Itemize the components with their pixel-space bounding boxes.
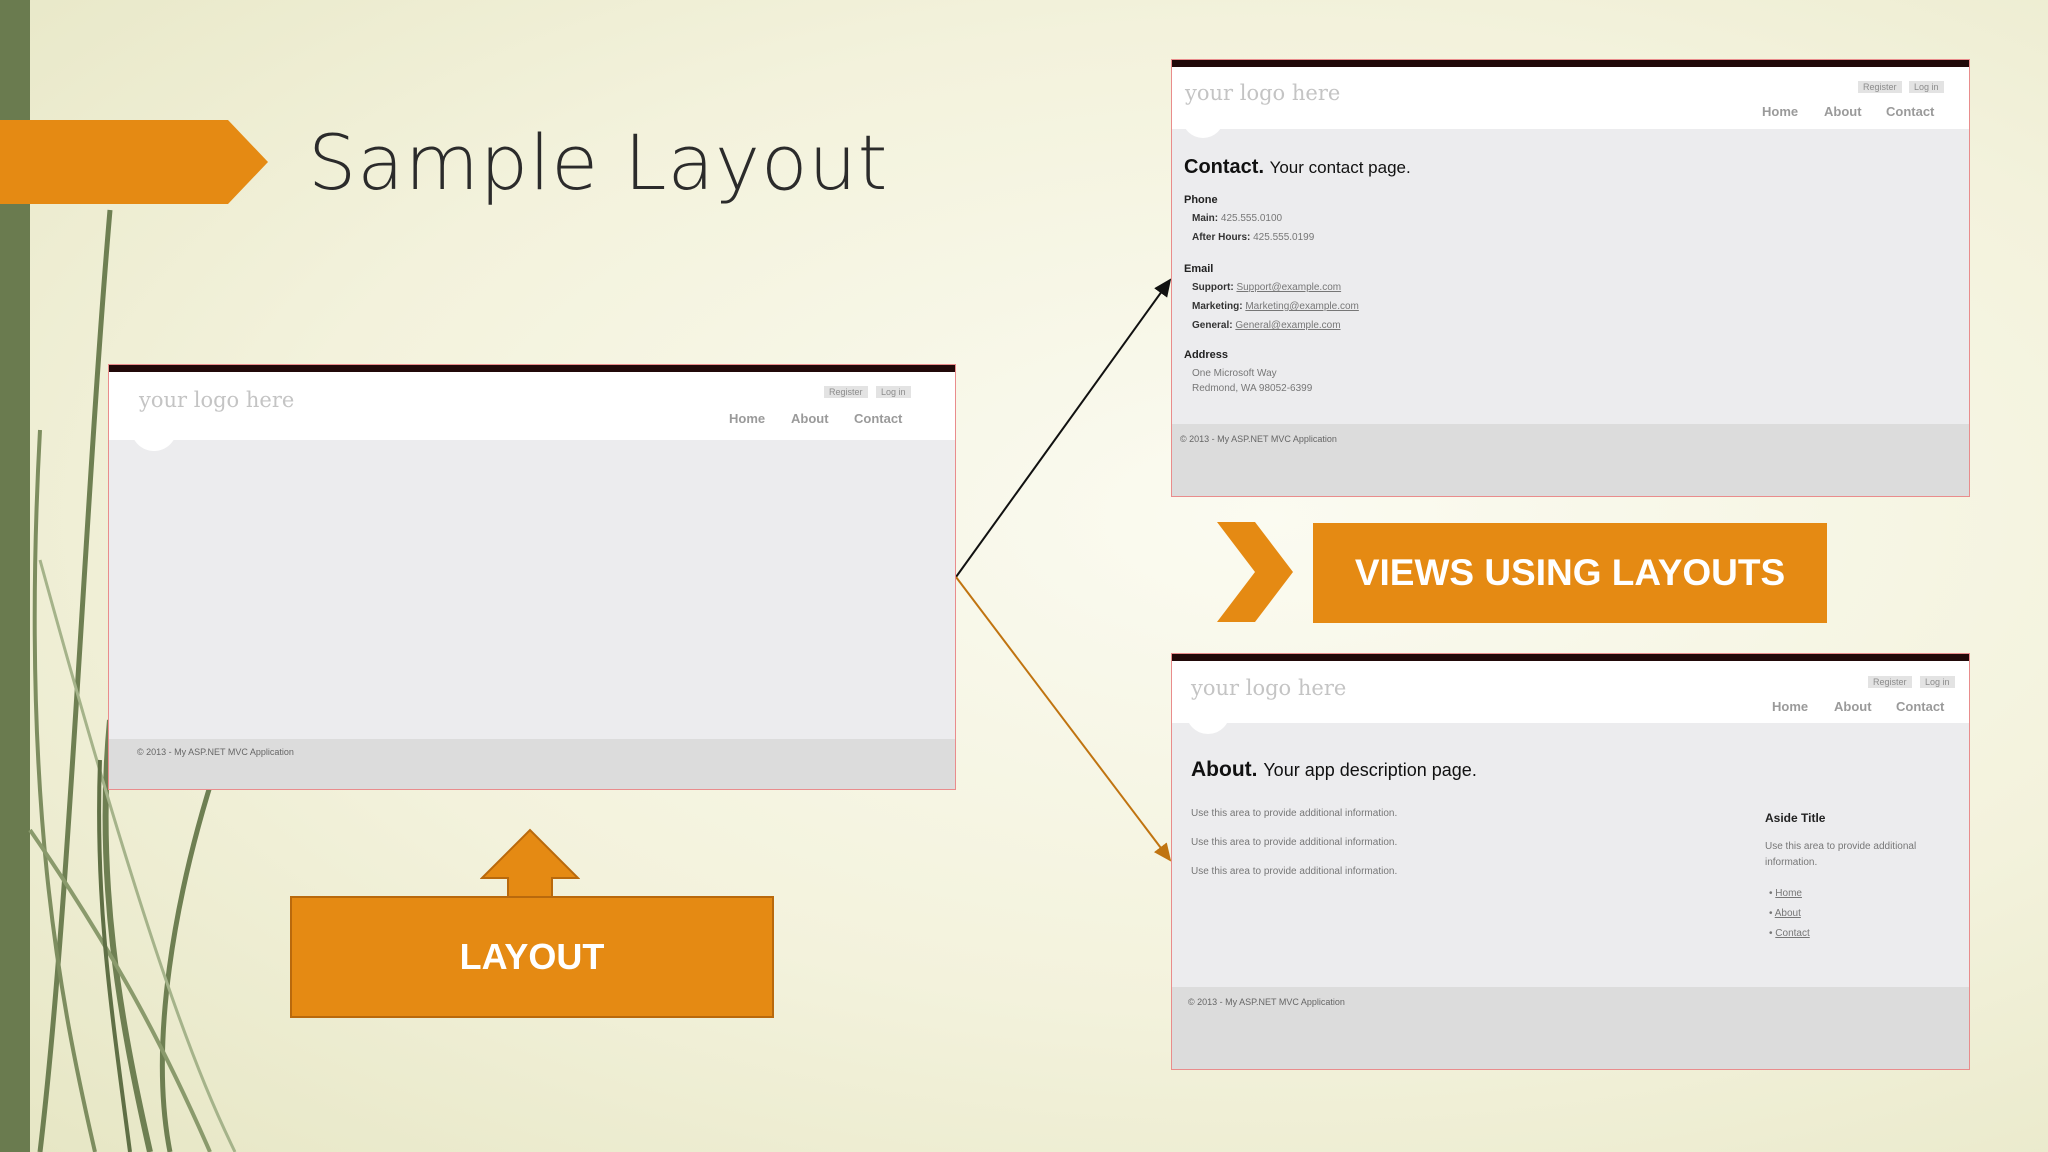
body-line: Use this area to provide additional info… — [1191, 837, 1398, 848]
views-label-box: VIEWS USING LAYOUTS — [1313, 523, 1827, 623]
general-link: General@example.com — [1235, 320, 1341, 331]
nav-contact: Contact — [1896, 699, 1945, 714]
layout-header — [109, 372, 955, 440]
logo-circle — [1186, 690, 1230, 734]
up-arrow-icon — [480, 828, 580, 898]
main-value: 425.555.0100 — [1220, 213, 1283, 224]
footer-text: © 2013 - My ASP.NET MVC Application — [1188, 997, 1345, 1007]
phone-after-hours: After Hours: 425.555.0199 — [1192, 232, 1314, 243]
email-title: Email — [1184, 263, 1214, 275]
layout-screenshot: your logo here Register Log in Home Abou… — [108, 364, 956, 790]
login-button: Log in — [1909, 81, 1944, 93]
window-top-bar — [1172, 654, 1969, 661]
aside-link-home: Home — [1775, 888, 1802, 899]
logo-circle — [1182, 96, 1224, 138]
aside-link-about: About — [1774, 908, 1801, 919]
footer-text: © 2013 - My ASP.NET MVC Application — [1180, 434, 1337, 444]
nav-about: About — [1824, 104, 1862, 119]
about-heading-rest: Your app description page. — [1263, 760, 1477, 780]
support-label: Support: — [1192, 282, 1234, 293]
slide-title: Sample Layout — [308, 118, 889, 207]
general-label: General: — [1192, 320, 1233, 331]
contact-screenshot: your logo here Register Log in Home Abou… — [1171, 59, 1970, 497]
support-link: Support@example.com — [1236, 282, 1342, 293]
nav-home: Home — [729, 411, 766, 426]
nav-home: Home — [1772, 699, 1809, 714]
marketing-label: Marketing: — [1192, 301, 1243, 312]
login-button: Log in — [876, 386, 911, 398]
title-tab-shape — [0, 120, 268, 204]
marketing-link: Marketing@example.com — [1245, 301, 1359, 312]
logo-text: your logo here — [139, 388, 295, 412]
aside-link-item: • Contact — [1769, 928, 1810, 939]
footer-text: © 2013 - My ASP.NET MVC Application — [137, 747, 294, 757]
aside-line-1: Use this area to provide additional — [1765, 841, 1917, 852]
login-button: Log in — [1920, 676, 1955, 688]
window-top-bar — [109, 365, 955, 372]
email-general: General: General@example.com — [1192, 320, 1341, 331]
contact-heading: Contact. Your contact page. — [1184, 156, 1411, 179]
footer-band — [109, 739, 955, 789]
contact-heading-bold: Contact. — [1184, 156, 1264, 178]
nav-home: Home — [1762, 104, 1799, 119]
phone-title: Phone — [1184, 194, 1218, 206]
contact-heading-rest: Your contact page. — [1269, 158, 1411, 177]
about-heading-bold: About. — [1191, 758, 1258, 781]
address-line-2: Redmond, WA 98052-6399 — [1192, 383, 1313, 394]
layout-label-box: LAYOUT — [290, 896, 774, 1018]
after-value: 425.555.0199 — [1253, 232, 1315, 243]
nav-about: About — [791, 411, 829, 426]
footer-band — [1172, 987, 1969, 1069]
grass-decoration — [28, 209, 320, 1152]
logo-text: your logo here — [1185, 81, 1341, 105]
main-label: Main: — [1192, 213, 1219, 224]
body-line: Use this area to provide additional info… — [1191, 866, 1398, 877]
aside-title: Aside Title — [1765, 811, 1826, 825]
register-button: Register — [1858, 81, 1902, 93]
aside-line-2: information. — [1765, 857, 1818, 868]
aside-link-item: • Home — [1769, 888, 1802, 899]
after-label: After Hours: — [1192, 232, 1251, 243]
address-line-1: One Microsoft Way — [1192, 368, 1277, 379]
contact-header — [1172, 67, 1969, 129]
email-marketing: Marketing: Marketing@example.com — [1192, 301, 1359, 312]
register-button: Register — [1868, 676, 1912, 688]
footer-band — [1172, 424, 1969, 496]
logo-text: your logo here — [1191, 676, 1347, 700]
email-support: Support: Support@example.com — [1192, 282, 1341, 293]
nav-contact: Contact — [1886, 104, 1935, 119]
aside-link-contact: Contact — [1775, 928, 1810, 939]
about-header — [1172, 661, 1969, 723]
about-heading: About. Your app description page. — [1191, 758, 1477, 782]
register-button: Register — [824, 386, 868, 398]
chevron-right-icon — [1217, 522, 1293, 622]
logo-circle — [131, 405, 177, 451]
about-screenshot: your logo here Register Log in Home Abou… — [1171, 653, 1970, 1070]
body-line: Use this area to provide additional info… — [1191, 808, 1398, 819]
aside-link-item: • About — [1769, 908, 1801, 919]
nav-about: About — [1834, 699, 1872, 714]
nav-contact: Contact — [854, 411, 903, 426]
phone-main: Main: 425.555.0100 — [1192, 213, 1282, 224]
address-title: Address — [1184, 349, 1229, 361]
window-top-bar — [1172, 60, 1969, 67]
